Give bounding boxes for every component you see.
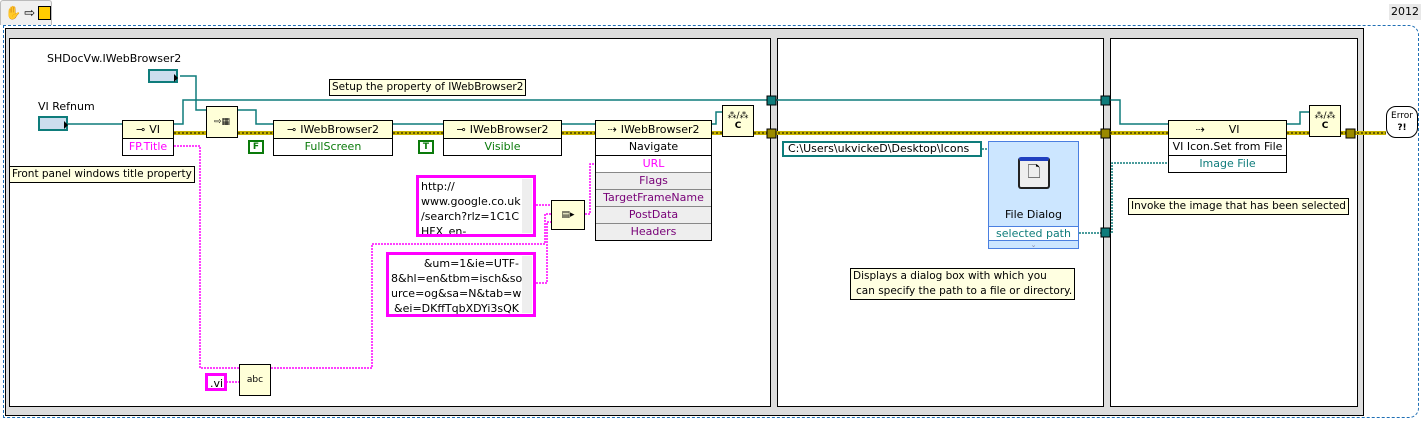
string-line: www.google.co.uk bbox=[421, 195, 521, 208]
comment-line: can specify the path to a file or direct… bbox=[856, 285, 1073, 297]
param-image-file[interactable]: Image File bbox=[1169, 156, 1286, 172]
error-handler-text: Error bbox=[1391, 111, 1413, 121]
visible-property[interactable]: Visible bbox=[444, 139, 561, 155]
property-node-header: ⊸IWebBrowser2 bbox=[444, 121, 561, 139]
invoke-node-header: ⇢IWebBrowser2 bbox=[596, 121, 711, 139]
string-line: HFX_en- bbox=[421, 225, 467, 237]
vi-refnum-control[interactable] bbox=[38, 116, 68, 131]
property-icon: ⊸ bbox=[456, 123, 466, 136]
property-node-header: ⊸IWebBrowser2 bbox=[274, 121, 392, 139]
to-more-specific-class-icon[interactable]: ⇨▦ bbox=[206, 106, 238, 138]
comment-front-panel-title: Front panel windows title property bbox=[9, 166, 195, 183]
concatenate-strings-icon[interactable]: ▤▸ bbox=[551, 200, 585, 230]
param-headers[interactable]: Headers bbox=[596, 224, 711, 240]
comment-file-dialog: Displays a dialog box with which you can… bbox=[850, 268, 1076, 300]
comment-invoke-image: Invoke the image that has been selected bbox=[1128, 198, 1349, 215]
file-dialog-icon: 🗋 bbox=[1018, 157, 1050, 189]
close-reference-glyph: ⁂/⁂ bbox=[727, 111, 749, 121]
string-line: &um=1&ie=UTF- bbox=[423, 257, 519, 270]
invoke-arrow-icon: ⇢ bbox=[1195, 123, 1205, 136]
vi-refnum-label: VI Refnum bbox=[38, 100, 95, 113]
string-line: urce=og&sa=N&tab=wi bbox=[391, 287, 525, 300]
close-reference-icon[interactable]: ⁂/⁂C bbox=[722, 105, 754, 137]
arrow-icon[interactable]: ⇨ bbox=[24, 5, 36, 21]
string-line: 8&hl=en&tbm=isch&so bbox=[391, 272, 523, 285]
file-dialog-express-vi[interactable]: 🗋 File Dialog selected path ⌄ bbox=[988, 141, 1079, 249]
comment-setup-property: Setup the property of IWebBrowser2 bbox=[329, 79, 527, 96]
icon-set-from-file-method: VI Icon.Set from File bbox=[1169, 139, 1286, 156]
diagram-outline bbox=[3, 25, 1419, 418]
string-line: &ei=DKffTqbXDYi3sQK bbox=[394, 302, 519, 315]
param-flags[interactable]: Flags bbox=[596, 173, 711, 190]
icon-set-from-file-invoke-node[interactable]: ⇢VI VI Icon.Set from File Image File bbox=[1168, 120, 1287, 173]
file-dialog-title: File Dialog bbox=[1005, 208, 1062, 221]
film-strip-top bbox=[7, 29, 1362, 37]
fullscreen-property[interactable]: FullScreen bbox=[274, 139, 392, 155]
toolbar: ✋ ⇨ bbox=[0, 0, 52, 25]
path-wire bbox=[982, 148, 1168, 234]
fullscreen-property-node[interactable]: ⊸IWebBrowser2 FullScreen bbox=[273, 120, 393, 156]
string-line: /search?rlz=1C1C bbox=[421, 210, 520, 223]
scrollbar[interactable] bbox=[522, 256, 532, 313]
navigate-invoke-node[interactable]: ⇢IWebBrowser2 Navigate URL Flags TargetF… bbox=[595, 120, 712, 241]
selected-path-output[interactable]: selected path bbox=[989, 226, 1078, 241]
sequence-frame-3[interactable] bbox=[1110, 38, 1358, 407]
vi-property-node[interactable]: ⊸VI FP.Title bbox=[122, 120, 174, 156]
invoke-arrow-icon: ⇢ bbox=[607, 123, 617, 136]
param-target-frame-name[interactable]: TargetFrameName bbox=[596, 190, 711, 207]
false-constant[interactable]: F bbox=[248, 140, 264, 154]
param-post-data[interactable]: PostData bbox=[596, 207, 711, 224]
navigate-method: Navigate bbox=[596, 139, 711, 156]
refnum-constant-label: SHDocVw.IWebBrowser2 bbox=[47, 52, 182, 65]
param-url[interactable]: URL bbox=[596, 156, 711, 173]
tunnels bbox=[766, 95, 1356, 238]
invoke-node-header: ⇢VI bbox=[1169, 121, 1286, 139]
version-label: 2012 bbox=[1389, 4, 1421, 20]
close-reference-glyph: ⁂/⁂ bbox=[1314, 111, 1336, 121]
comment-line: Displays a dialog box with which you bbox=[853, 270, 1047, 282]
true-constant[interactable]: T bbox=[418, 140, 434, 154]
simple-error-handler-icon[interactable]: Error?! bbox=[1386, 106, 1418, 138]
fp-title-property[interactable]: FP.Title bbox=[123, 139, 173, 155]
scrollbar[interactable] bbox=[522, 179, 532, 233]
path-constant[interactable]: C:\Users\ukvickeD\Desktop\Icons bbox=[782, 141, 982, 157]
film-strip-bottom bbox=[7, 407, 1362, 415]
property-node-header: ⊸VI bbox=[123, 121, 173, 139]
property-icon: ⊸ bbox=[136, 123, 146, 136]
string-line: http:// bbox=[421, 180, 455, 193]
vi-icon[interactable] bbox=[38, 6, 51, 20]
iwebbrowser2-refnum-constant[interactable] bbox=[148, 69, 178, 83]
search-split-string-icon[interactable]: abc bbox=[239, 364, 271, 396]
refnum-wire bbox=[68, 75, 1309, 125]
expand-chevron-icon[interactable]: ⌄ bbox=[1030, 241, 1037, 249]
close-reference-icon[interactable]: ⁂/⁂C bbox=[1309, 105, 1341, 137]
visible-property-node[interactable]: ⊸IWebBrowser2 Visible bbox=[443, 120, 562, 156]
url-string-constant-1[interactable]: http:// www.google.co.uk /search?rlz=1C1… bbox=[416, 175, 536, 237]
hand-icon[interactable]: ✋ bbox=[5, 5, 22, 21]
string-wire bbox=[174, 145, 595, 383]
vi-suffix-string-constant[interactable]: .vi bbox=[205, 373, 227, 391]
url-string-constant-2[interactable]: &um=1&ie=UTF- 8&hl=en&tbm=isch&so urce=o… bbox=[386, 252, 536, 317]
property-icon: ⊸ bbox=[286, 123, 297, 136]
